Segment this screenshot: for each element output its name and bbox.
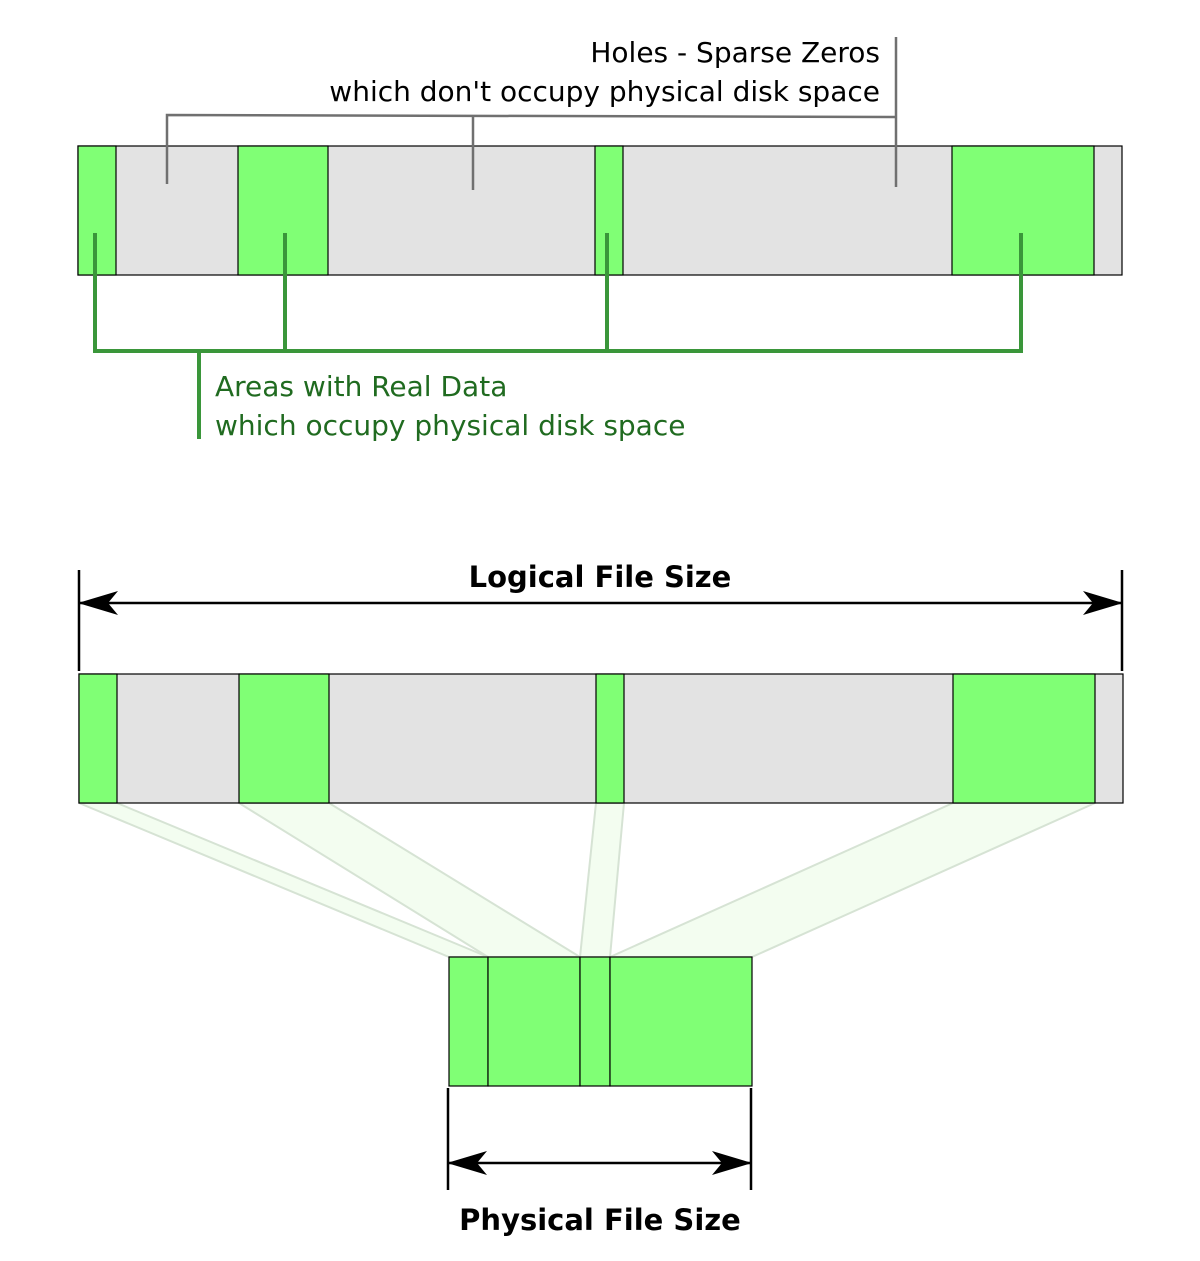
physical-file-bar <box>448 956 753 1087</box>
data-block <box>952 673 1096 804</box>
data-block <box>579 956 611 1087</box>
data-block <box>609 956 753 1087</box>
data-bracket <box>93 233 1023 353</box>
data-block <box>448 956 489 1087</box>
logical-size-dimension <box>77 570 1124 671</box>
data-block <box>595 673 625 804</box>
mapping-funnels <box>78 802 1096 958</box>
logical-size-label: Logical File Size <box>469 560 732 594</box>
holes-callout <box>165 37 898 190</box>
funnel <box>578 802 626 958</box>
funnel <box>609 802 1096 958</box>
data-block <box>78 673 118 804</box>
data-label-line2: which occupy physical disk space <box>215 409 685 442</box>
sparse-file-bar-top <box>77 145 1123 276</box>
holes-label-line1: Holes - Sparse Zeros <box>590 36 880 69</box>
data-block <box>237 145 329 276</box>
data-callout <box>93 233 1023 439</box>
sparse-file-bar-logical <box>78 673 1124 804</box>
holes-label-line2: which don't occupy physical disk space <box>329 75 880 108</box>
physical-size-dimension <box>446 1088 753 1190</box>
data-block <box>487 956 581 1087</box>
data-block <box>238 673 330 804</box>
data-label-line1: Areas with Real Data <box>215 370 507 403</box>
physical-size-label: Physical File Size <box>459 1203 741 1237</box>
holes-bracket <box>165 113 897 184</box>
